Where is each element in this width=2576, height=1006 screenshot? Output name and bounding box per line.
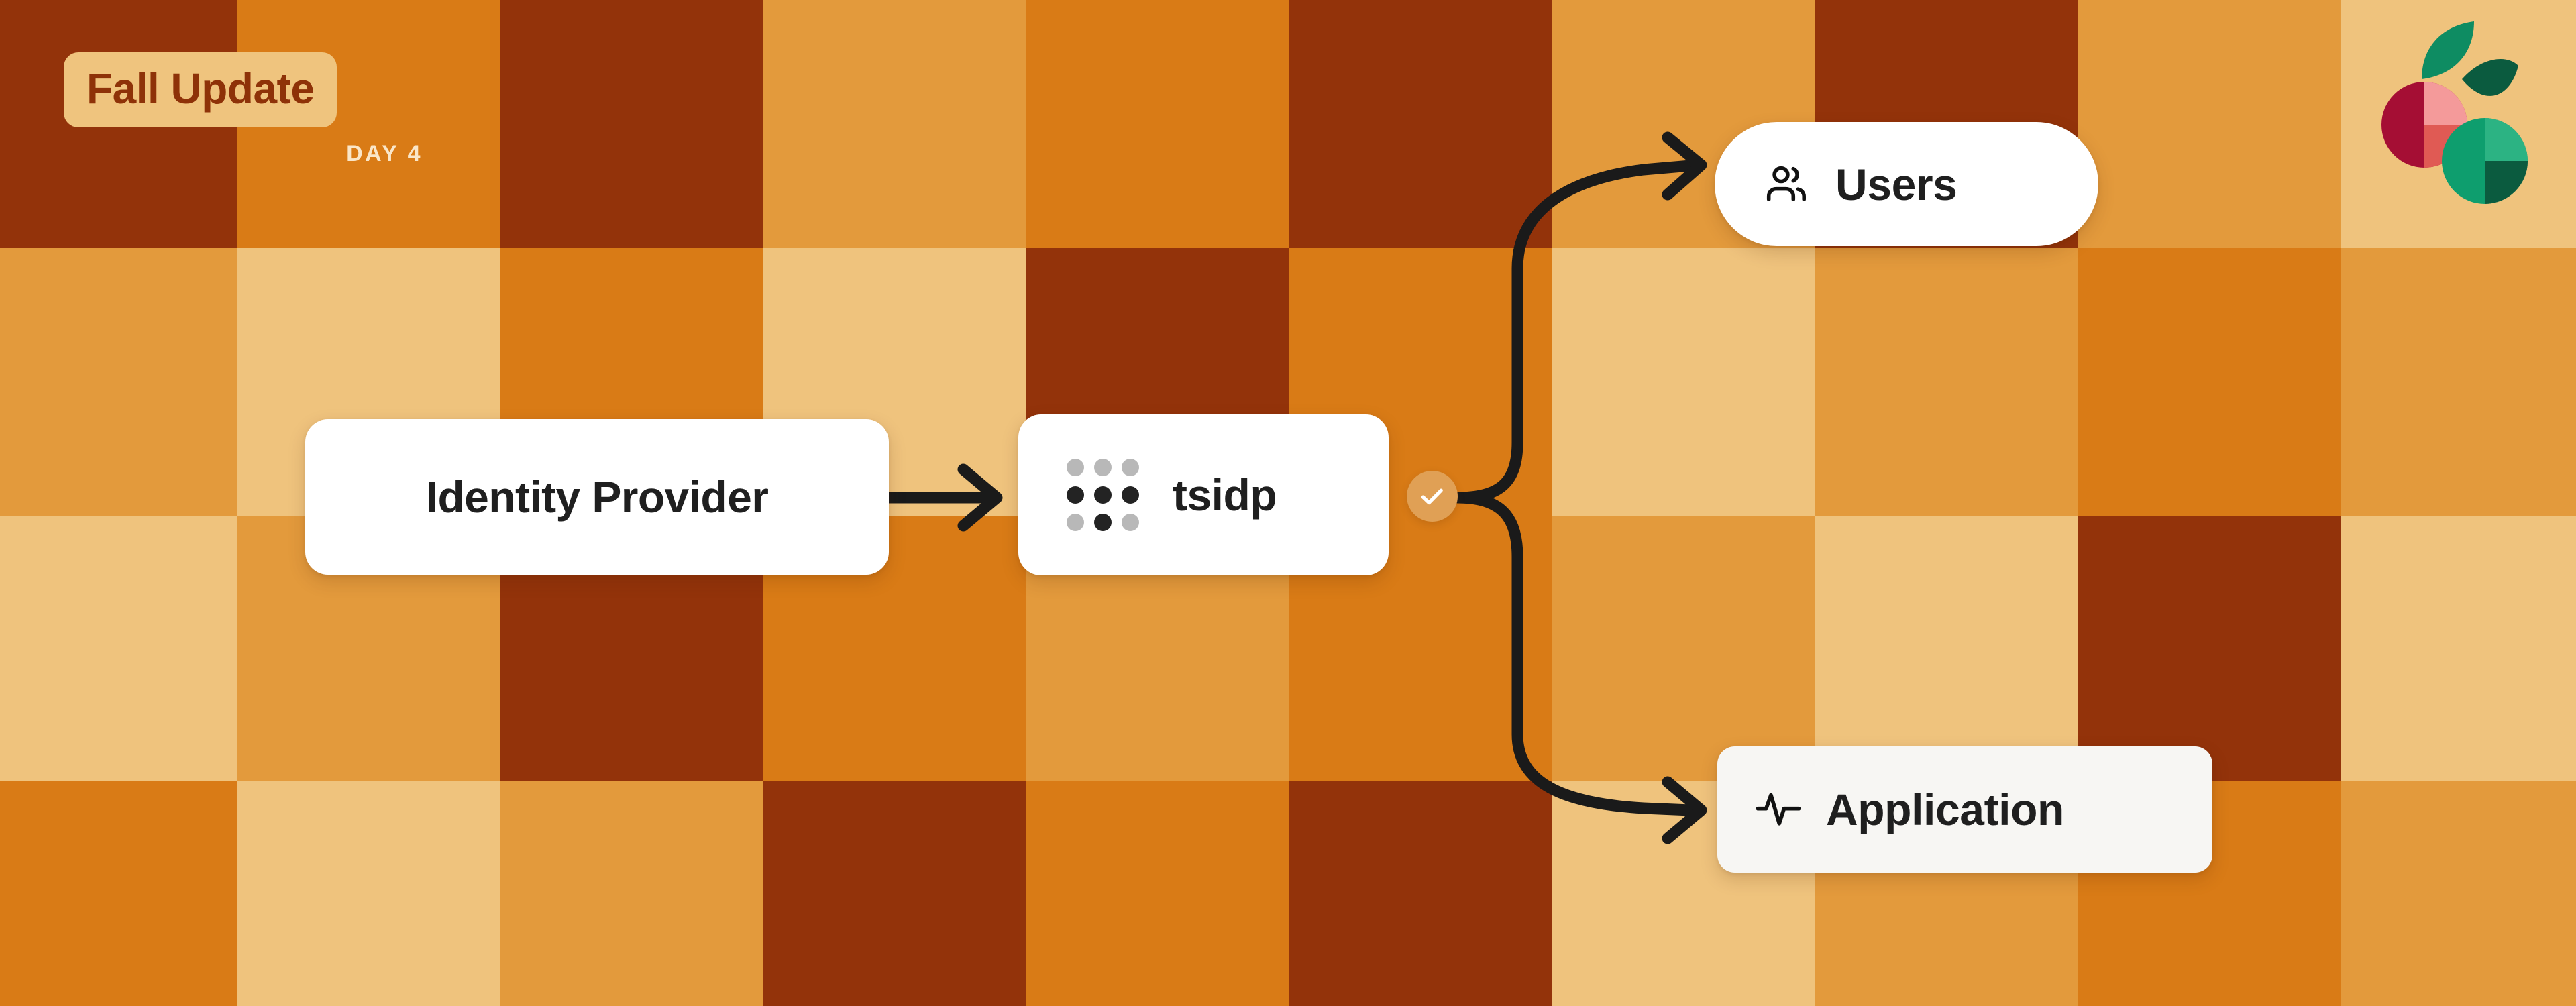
node-label: Users (1835, 159, 1957, 209)
node-application[interactable]: Application (1717, 746, 2212, 873)
checker-cell-r2-c6 (1552, 516, 1815, 781)
node-label: Application (1826, 785, 2064, 834)
checker-cell-r3-c5 (1289, 781, 1552, 1006)
checker-cell-r1-c6 (1552, 248, 1815, 516)
checker-cell-r0-c8 (2078, 0, 2341, 248)
cherries-logo (2381, 21, 2528, 204)
checker-cell-r3-c2 (500, 781, 763, 1006)
activity-pulse-icon (1756, 793, 1801, 826)
fall-update-banner: Fall Update DAY 4 (64, 52, 533, 167)
checker-cell-r3-c3 (763, 781, 1026, 1006)
checker-cell-r3-c1 (237, 781, 500, 1006)
node-label: tsidp (1173, 470, 1277, 520)
day-label: DAY 4 (346, 141, 423, 166)
checker-cell-r1-c8 (2078, 248, 2341, 516)
node-label: Identity Provider (425, 472, 769, 522)
checker-cell-r0-c3 (763, 0, 1026, 248)
checker-cell-r0-c5 (1289, 0, 1552, 248)
node-users[interactable]: Users (1715, 122, 2098, 246)
leaf-icon-2 (2462, 58, 2518, 96)
users-icon (1766, 166, 1806, 201)
checker-cell-r1-c9 (2341, 248, 2576, 516)
tailscale-dot-grid-icon (1067, 459, 1139, 531)
checker-cell-r3-c9 (2341, 781, 2576, 1006)
fall-update-badge: Fall Update (64, 52, 337, 127)
status-badge (1407, 471, 1458, 522)
node-identity-provider[interactable]: Identity Provider (305, 419, 889, 575)
node-tsidp[interactable]: tsidp (1018, 414, 1389, 575)
checker-cell-r3-c0 (0, 781, 237, 1006)
checker-cell-r2-c9 (2341, 516, 2576, 781)
checker-cell-r2-c0 (0, 516, 237, 781)
checker-cell-r1-c0 (0, 248, 237, 516)
leaf-icon (2422, 21, 2474, 79)
checker-cell-r2-c8 (2078, 516, 2341, 781)
checker-cell-r1-c7 (1815, 248, 2078, 516)
checker-cell-r3-c4 (1026, 781, 1289, 1006)
checker-cell-r0-c2 (500, 0, 763, 248)
check-icon (1421, 488, 1443, 505)
checker-cell-r0-c4 (1026, 0, 1289, 248)
checker-cell-r2-c7 (1815, 516, 2078, 781)
